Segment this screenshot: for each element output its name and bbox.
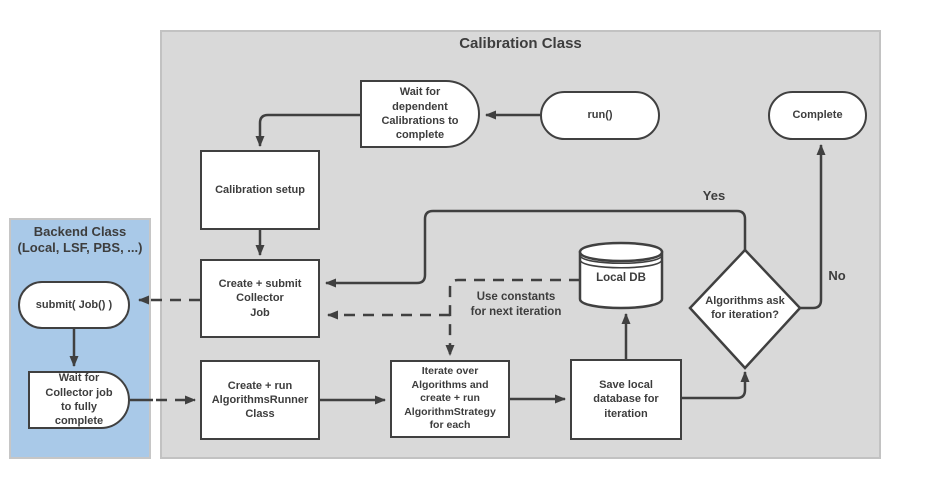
calibration-class-title: Calibration Class (459, 35, 582, 52)
node-wait-dependent-calibrations: Wait for dependent Calibrations to compl… (360, 80, 480, 148)
backend-class-title: Backend Class (Local, LSF, PBS, ...) (17, 224, 143, 256)
node-wait-dependent-label: Wait for dependent Calibrations to compl… (381, 86, 459, 142)
node-complete-label: Complete (792, 109, 843, 122)
node-runner-label: Create + run AlgorithmsRunner Class (211, 379, 309, 421)
node-calibration-setup: Calibration setup (200, 150, 320, 230)
node-create-submit-collector-job: Create + submit Collector Job (200, 259, 320, 338)
node-run-label: run() (587, 109, 613, 122)
node-wait-collector-job: Wait for Collector job to fully complete (28, 371, 130, 429)
node-wait-collector-label: Wait for Collector job to fully complete (45, 372, 113, 428)
node-complete: Complete (768, 91, 867, 140)
node-submit-job-label: submit( Job() ) (35, 298, 113, 311)
node-save-local-database: Save local database for iteration (570, 359, 682, 440)
node-collector-label: Create + submit Collector Job (218, 278, 302, 319)
node-iterate-label: Iterate over Algorithms and create + run… (404, 365, 496, 432)
node-calibration-setup-label: Calibration setup (215, 183, 305, 196)
node-run: run() (540, 91, 660, 140)
node-save-label: Save local database for iteration (593, 379, 659, 420)
node-submit-job: submit( Job() ) (18, 281, 130, 329)
node-iterate-algorithms: Iterate over Algorithms and create + run… (390, 360, 510, 438)
node-create-run-algorithms-runner: Create + run AlgorithmsRunner Class (200, 360, 320, 440)
